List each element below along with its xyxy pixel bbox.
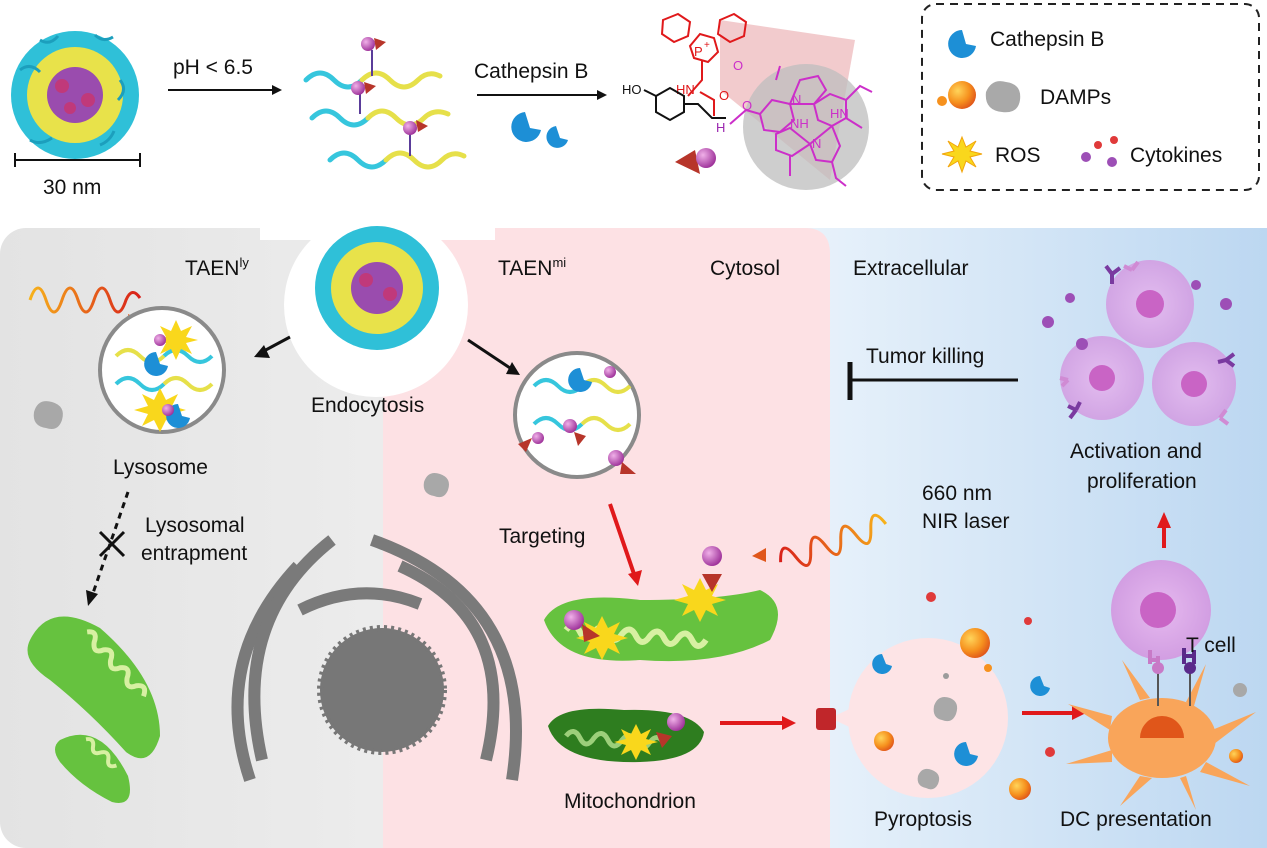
chem-plus: +	[704, 40, 710, 51]
cathepsin-b-icon	[511, 112, 541, 142]
panel-title-taen-ly: TAENly	[185, 255, 249, 280]
chem-o-ring: O	[733, 58, 743, 73]
panel-title-taen-mi: TAENmi	[498, 255, 566, 280]
chem-o-carbonyl: O	[719, 88, 729, 103]
cathepsin-b-icon	[546, 126, 568, 148]
chem-n2: N	[812, 136, 821, 151]
lysosome	[98, 306, 226, 434]
tcell-label: T cell	[1186, 634, 1236, 657]
legend-cathepsin: Cathepsin B	[990, 28, 1104, 51]
cathepsin-arrow-label: Cathepsin B	[474, 60, 588, 83]
targeting-label: Targeting	[499, 525, 585, 548]
legend: Cathepsin B DAMPs ROS Cytokines	[921, 3, 1260, 191]
chem-p: P	[694, 44, 703, 59]
nucleus-core	[317, 625, 447, 755]
mitochondrion-label: Mitochondrion	[564, 790, 696, 813]
damp-blob	[33, 401, 63, 429]
mitochondrion-targeted	[544, 546, 778, 662]
dendritic-cell	[1066, 660, 1256, 810]
arrow-to-lysosome	[261, 335, 291, 354]
scale-bar-label: 30 nm	[43, 176, 101, 199]
chemical-structure: P + HN O HO H O O NH N HN N	[622, 12, 873, 190]
damps-gray-icon	[985, 81, 1021, 113]
released-drug-triangle	[675, 150, 700, 174]
damps-orange-icon	[948, 81, 976, 109]
panel-title-extracellular: Extracellular	[853, 257, 969, 280]
activated-t-cells	[1042, 260, 1236, 426]
dc-label: DC presentation	[1060, 808, 1212, 831]
chem-ho: HO	[622, 82, 642, 97]
legend-damps: DAMPs	[1040, 86, 1111, 109]
cytokines-icon	[1081, 136, 1118, 167]
polymer-chains	[303, 70, 467, 170]
chem-o-amide: O	[742, 98, 752, 113]
nucleus	[231, 534, 522, 782]
chem-nh: NH	[790, 116, 809, 131]
drug-conjugates	[351, 37, 428, 156]
mitochondrion-dark	[548, 708, 704, 763]
laser-wave-lysosome	[28, 286, 142, 314]
arrow-to-cytosol	[467, 338, 511, 370]
chem-hn: HN	[676, 82, 695, 97]
ph-label: pH < 6.5	[173, 56, 253, 79]
chem-n1: N	[792, 92, 801, 107]
pyroptotic-cell	[816, 628, 1008, 798]
endocytosis-label: Endocytosis	[311, 394, 424, 417]
lysosomal-label-1: Lysosomal	[145, 514, 245, 537]
chem-h: H	[716, 120, 725, 135]
t-cell	[1111, 560, 1211, 674]
top-micelle	[11, 31, 139, 159]
released-drug-ball	[696, 148, 716, 168]
mitochondrion-left	[27, 616, 160, 803]
chem-hn2: HN	[830, 106, 849, 121]
panel-title-cytosol: Cytosol	[710, 257, 780, 280]
legend-ros: ROS	[995, 144, 1041, 167]
legend-box	[921, 3, 1260, 191]
laser-label-2: NIR laser	[922, 510, 1010, 533]
damp-blob	[423, 473, 449, 498]
activation-label-1: Activation and	[1070, 440, 1202, 463]
tumor-killing-label: Tumor killing	[866, 345, 984, 368]
cytosol-vesicle	[513, 351, 641, 479]
legend-cytokines: Cytokines	[1130, 144, 1222, 167]
cathepsin-b-icon	[948, 30, 976, 58]
targeting-arrow	[608, 503, 636, 575]
activation-label-2: proliferation	[1087, 470, 1197, 493]
laser-label-1: 660 nm	[922, 482, 992, 505]
lysosomal-label-2: entrapment	[141, 542, 247, 565]
gsdmd-pore-icon	[816, 708, 836, 730]
ros-icon	[941, 135, 983, 174]
lysosome-label: Lysosome	[113, 456, 208, 479]
endocytosis-micelle	[315, 226, 439, 350]
laser-wave-660	[779, 513, 888, 567]
blocked-cross	[98, 530, 126, 558]
pyroptosis-label: Pyroptosis	[874, 808, 972, 831]
